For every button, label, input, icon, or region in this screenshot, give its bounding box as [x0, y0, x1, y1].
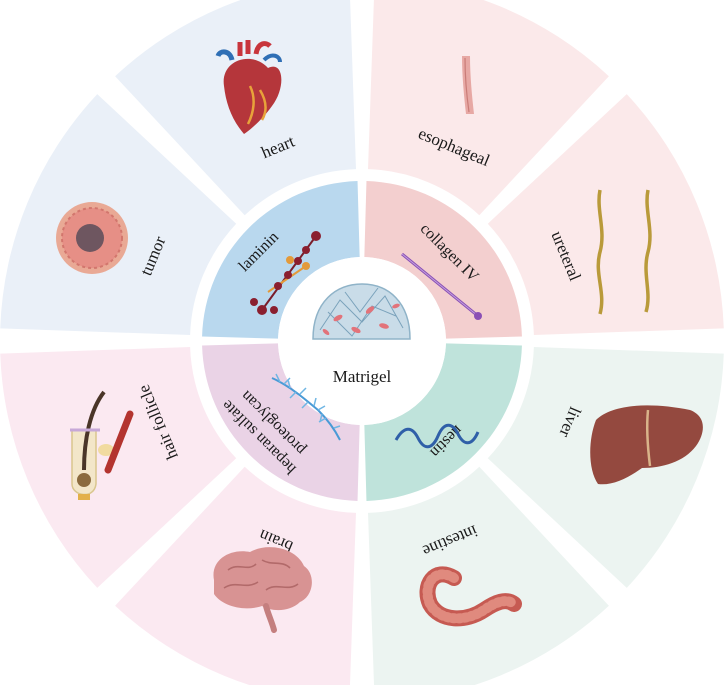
liver-icon — [590, 405, 703, 485]
inner-ring — [202, 181, 522, 501]
brain-icon — [213, 547, 312, 633]
outer-segment-esophageal — [368, 0, 609, 216]
outer-segment-ureteral — [487, 94, 724, 335]
inner-segment-collagen — [364, 181, 522, 339]
esophagus-icon — [462, 56, 474, 114]
ureter-icon — [596, 189, 652, 315]
laminin-molecule-icon — [250, 231, 321, 315]
center-circle — [278, 257, 446, 425]
inner-segment-laminin — [202, 181, 360, 339]
intestine-icon — [419, 566, 522, 627]
heart-icon — [215, 40, 282, 134]
outer-segment-intestine — [368, 466, 609, 690]
proteoglycan-icon — [271, 373, 341, 441]
inner-segment-hspg — [202, 343, 360, 501]
tumor-icon — [56, 202, 128, 274]
nestin-fiber-icon — [394, 423, 480, 449]
matrigel-dome-icon — [312, 283, 411, 340]
outer-segment-hair-follicle — [0, 347, 237, 588]
inner-segment-nestin — [364, 343, 522, 501]
hair-follicle-icon — [70, 390, 134, 500]
center-label: Matrigel — [333, 367, 392, 386]
collagen-fiber-icon — [401, 252, 482, 320]
